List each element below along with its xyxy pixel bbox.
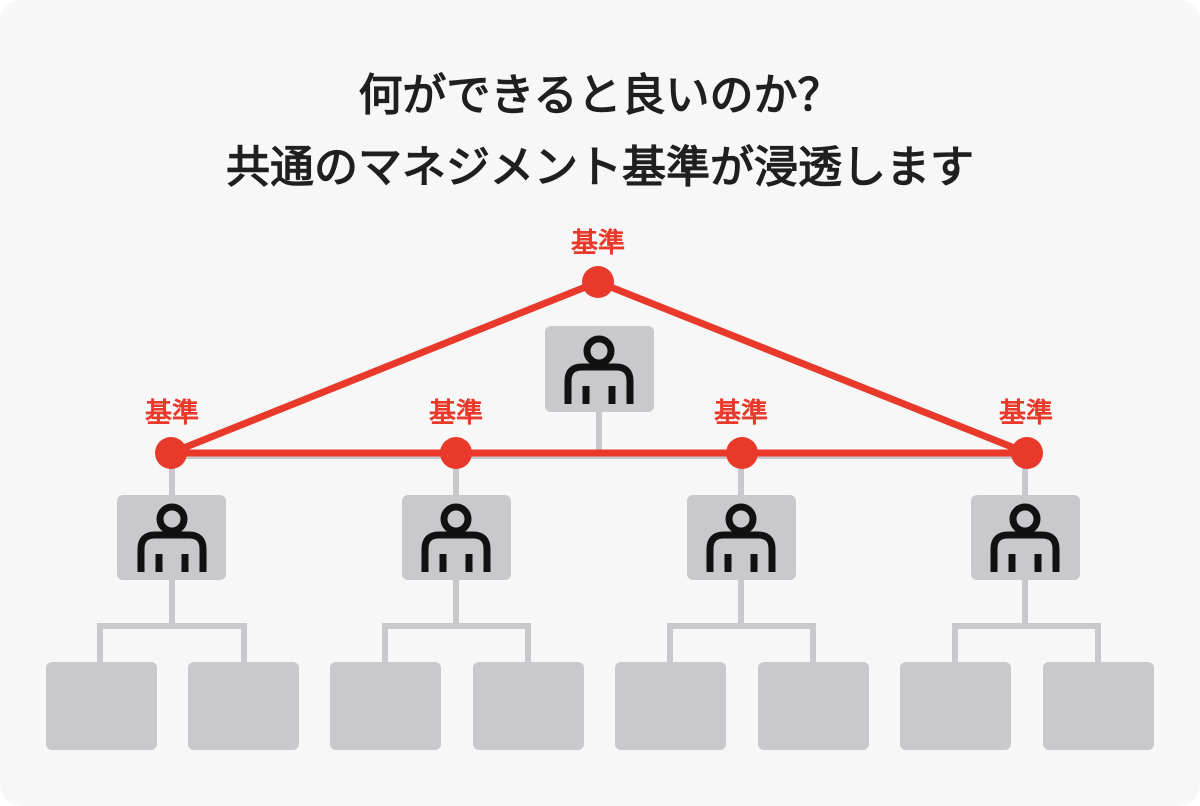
standard-label-2: 基準 — [429, 397, 483, 429]
standard-label-3: 基準 — [714, 397, 768, 429]
standard-dot-4 — [1011, 437, 1043, 469]
standard-dot-2 — [440, 437, 472, 469]
title-line-2: 共通のマネジメント基準が浸透します — [226, 142, 974, 193]
member-box — [473, 662, 584, 750]
standard-label-4: 基準 — [999, 397, 1053, 429]
member-box — [330, 662, 441, 750]
member-box — [900, 662, 1011, 750]
member-box — [188, 662, 299, 750]
standard-dot-1 — [155, 437, 187, 469]
standard-label-1: 基準 — [145, 397, 199, 429]
member-connectors-3 — [667, 578, 816, 666]
member-connectors-2 — [382, 578, 531, 666]
member-box — [615, 662, 726, 750]
member-box — [1043, 662, 1154, 750]
member-box — [758, 662, 869, 750]
member-connectors-1 — [97, 578, 247, 666]
standard-dot-top — [582, 266, 614, 298]
member-box — [46, 662, 157, 750]
standard-dot-3 — [726, 437, 758, 469]
standard-label-top: 基準 — [571, 227, 625, 259]
member-connectors-4 — [952, 578, 1101, 666]
title-line-1: 何ができると良いのか？ — [358, 70, 841, 121]
